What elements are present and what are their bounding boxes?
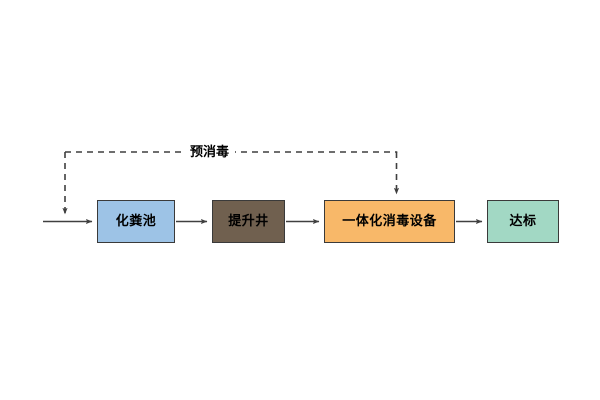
node-disinfection-equipment[interactable]: 一体化消毒设备 [324,200,455,243]
node-lift-well[interactable]: 提升井 [212,200,285,243]
node-standard-met[interactable]: 达标 [487,200,559,243]
node-disinfection-equipment-label: 一体化消毒设备 [342,214,437,229]
node-septic-tank[interactable]: 化粪池 [97,200,175,243]
node-lift-well-label: 提升井 [228,214,269,229]
node-septic-tank-label: 化粪池 [115,214,157,229]
edge-label-pre-disinfection: 预消毒 [184,144,236,160]
node-standard-met-label: 达标 [509,214,537,229]
